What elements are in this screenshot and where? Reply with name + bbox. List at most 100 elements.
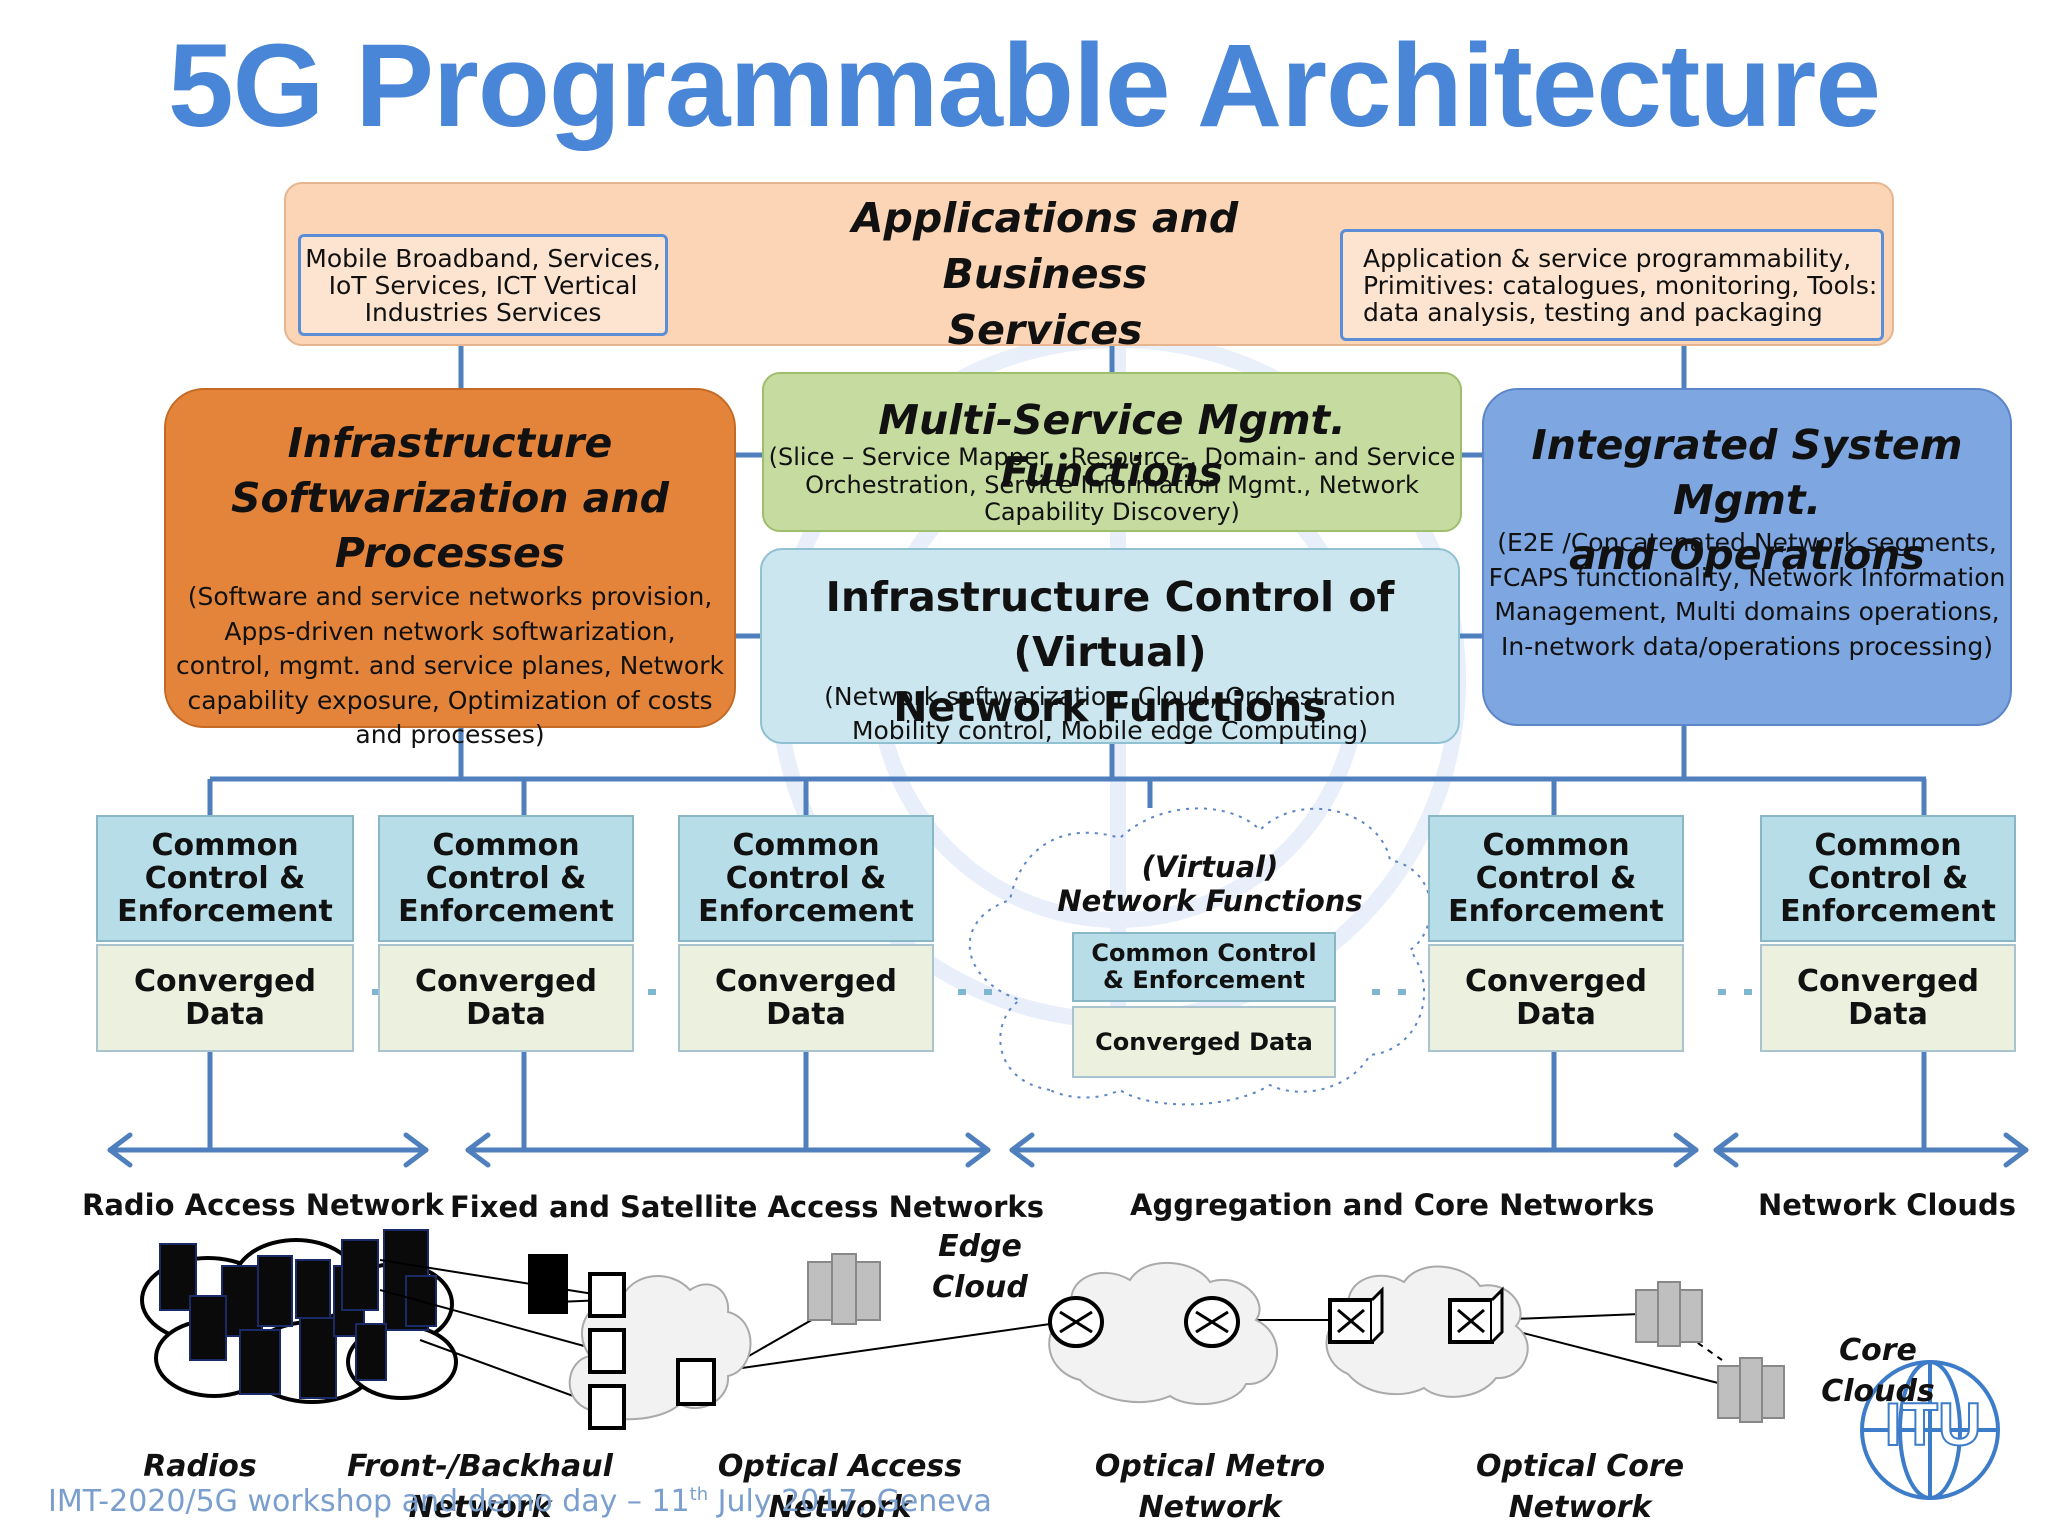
core-cloud-servers-icon <box>1635 1281 1785 1423</box>
footer-text: IMT-2020/5G workshop and demo day – 11th… <box>48 1484 992 1519</box>
optical-access-label: Optical Access Network <box>700 1446 980 1528</box>
applications-title-line: Services <box>947 306 1143 354</box>
common-control-line: Control & <box>1807 861 1969 896</box>
common-control-box: Common Control & Enforcement <box>678 815 934 942</box>
programmability-line: Application & service programmability, <box>1363 243 1852 273</box>
multi-service-desc: (Slice – Service Mapper •Resource-, Doma… <box>762 443 1462 527</box>
common-control-box: Common Control & Enforcement <box>1760 815 2016 942</box>
fronthaul-label: Front-/Backhaul Network <box>340 1446 620 1528</box>
applications-title-line: Applications and Business <box>851 194 1239 298</box>
common-control-line: Enforcement <box>117 894 333 929</box>
common-control-line: Control & <box>425 861 587 896</box>
common-control-box: Common Control & Enforcement <box>96 815 354 942</box>
infra-control-desc: (Network softwarization, Cloud, Orchestr… <box>760 680 1460 748</box>
page-title: 5G Programmable Architecture <box>168 20 1881 152</box>
multi-service-desc-line: Orchestration, Service Information Mgmt.… <box>805 470 1419 499</box>
virtual-nf-title-line: (Virtual) <box>1141 850 1279 884</box>
optical-access-label-line: Network <box>768 1490 912 1525</box>
optical-core-label-line: Optical Core <box>1475 1449 1685 1484</box>
applications-services-box: Mobile Broadband, Services, IoT Services… <box>298 234 668 336</box>
fronthaul-nodes <box>528 1254 716 1430</box>
infra-control-title: Infrastructure Control of (Virtual) Netw… <box>760 570 1460 735</box>
common-control-line: Common <box>432 828 580 863</box>
common-control-line: Common <box>151 828 299 863</box>
integrated-system-mgmt-title-line: Integrated System Mgmt. <box>1531 421 1963 524</box>
infra-softwarization-desc: (Software and service networks provision… <box>164 580 736 753</box>
converged-data-line: Converged <box>715 964 897 999</box>
converged-data-line: Data <box>185 997 265 1032</box>
integrated-system-mgmt-desc-line: Management, Multi domains operations, <box>1494 597 2000 626</box>
virtual-nf-title: (Virtual) Network Functions <box>1030 850 1390 918</box>
multi-service-desc-line: (Slice – Service Mapper •Resource-, Doma… <box>768 443 1456 471</box>
common-control-line: Enforcement <box>398 894 614 929</box>
common-control-box: Common Control & Enforcement <box>378 815 634 942</box>
infra-softwarization-title: Infrastructure Softwarization and Proces… <box>164 416 736 581</box>
converged-data-line: Data <box>766 997 846 1032</box>
integrated-system-mgmt-desc: (E2E /Concatenated Network segments, FCA… <box>1482 526 2012 664</box>
multi-service-box <box>762 372 1462 532</box>
aggregation-core-label: Aggregation and Core Networks <box>1130 1188 1655 1222</box>
converged-data-box: Converged Data <box>1428 944 1684 1052</box>
optical-access-label-line: Optical Access <box>717 1449 963 1484</box>
converged-data-box: Converged Data <box>678 944 934 1052</box>
optical-metro-label-line: Optical Metro <box>1094 1449 1326 1484</box>
core-clouds-label: Core Clouds <box>1818 1330 1938 1412</box>
infra-softwarization-title-line: Infrastructure <box>287 419 613 467</box>
programmability-line: Primitives: catalogues, monitoring, Tool… <box>1363 270 1878 300</box>
converged-data-box: Converged Data <box>96 944 354 1052</box>
ran-label: Radio Access Network <box>82 1188 444 1222</box>
optical-metro-label-line: Network <box>1138 1490 1282 1525</box>
edge-cloud-label-line: Edge <box>938 1229 1022 1264</box>
programmability-box: Application & service programmability, P… <box>1340 229 1884 341</box>
converged-data-box: Converged Data <box>1760 944 2016 1052</box>
fronthaul-label-line: Network <box>408 1490 552 1525</box>
virtual-nf-title-line: Network Functions <box>1057 884 1363 918</box>
infra-softwarization-title-line: Softwarization and <box>231 474 669 522</box>
optical-metro-label: Optical Metro Network <box>1070 1446 1350 1528</box>
fronthaul-label-line: Front-/Backhaul <box>347 1449 613 1484</box>
core-clouds-label-line: Clouds <box>1821 1374 1935 1409</box>
virtual-common-control-box: Common Control & Enforcement <box>1072 932 1336 1002</box>
infra-softwarization-desc-line: (Software and service networks provision… <box>187 582 713 611</box>
integrated-system-mgmt-box <box>1482 388 2012 726</box>
fixed-access-label: Fixed and Satellite Access Networks <box>450 1190 1044 1224</box>
integrated-system-mgmt-desc-line: (E2E /Concatenated Network segments, <box>1497 528 1997 557</box>
infra-control-title-line: Infrastructure Control of (Virtual) <box>825 573 1395 676</box>
optical-core-label-line: Network <box>1508 1490 1652 1525</box>
common-control-line: Control & <box>725 861 887 896</box>
virtual-common-control-line: Common Control <box>1091 939 1317 967</box>
radios-label: Radios <box>143 1449 257 1484</box>
converged-data-line: Data <box>1516 997 1596 1032</box>
infra-softwarization-desc-line: control, mgmt. and service planes, Netwo… <box>176 651 724 680</box>
edge-cloud-server-icon <box>807 1253 881 1325</box>
common-control-box: Common Control & Enforcement <box>1428 815 1684 942</box>
converged-data-line: Converged <box>1465 964 1647 999</box>
applications-services-line: Industries Services <box>364 297 602 327</box>
applications-title: Applications and Business Services <box>760 190 1330 358</box>
multi-service-title: Multi-Service Mgmt. Functions <box>878 396 1346 496</box>
network-arrows <box>107 1132 2029 1168</box>
converged-data-line: Converged <box>1797 964 1979 999</box>
common-control-line: Enforcement <box>1780 894 1996 929</box>
virtual-converged-data-box: Converged Data <box>1072 1006 1336 1078</box>
infra-softwarization-desc-line: and processes) <box>355 720 545 749</box>
common-control-line: Control & <box>1475 861 1637 896</box>
itu-logo-text: ITU <box>1884 1390 1983 1459</box>
common-control-line: Control & <box>144 861 306 896</box>
infra-control-title-line: Network Functions <box>893 683 1327 731</box>
radio-towers <box>159 1229 437 1399</box>
integrated-system-mgmt-title-line: and Operations <box>1569 531 1925 579</box>
infra-control-box <box>760 548 1460 744</box>
common-control-line: Enforcement <box>698 894 914 929</box>
converged-data-line: Converged <box>134 964 316 999</box>
optical-core-label: Optical Core Network <box>1440 1446 1720 1528</box>
infra-softwarization-box <box>164 388 736 728</box>
core-clouds-label-line: Core <box>1839 1333 1917 1368</box>
infra-control-desc-line: Mobility control, Mobile edge Computing) <box>851 716 1369 745</box>
footer-post: July 2017, Geneva <box>708 1484 992 1519</box>
converged-data-line: Converged <box>415 964 597 999</box>
common-control-line: Common <box>1482 828 1630 863</box>
common-control-line: Common <box>732 828 880 863</box>
applications-services-line: Mobile Broadband, Services, <box>305 243 661 273</box>
infra-control-desc-line: (Network softwarization, Cloud, Orchestr… <box>824 682 1396 711</box>
